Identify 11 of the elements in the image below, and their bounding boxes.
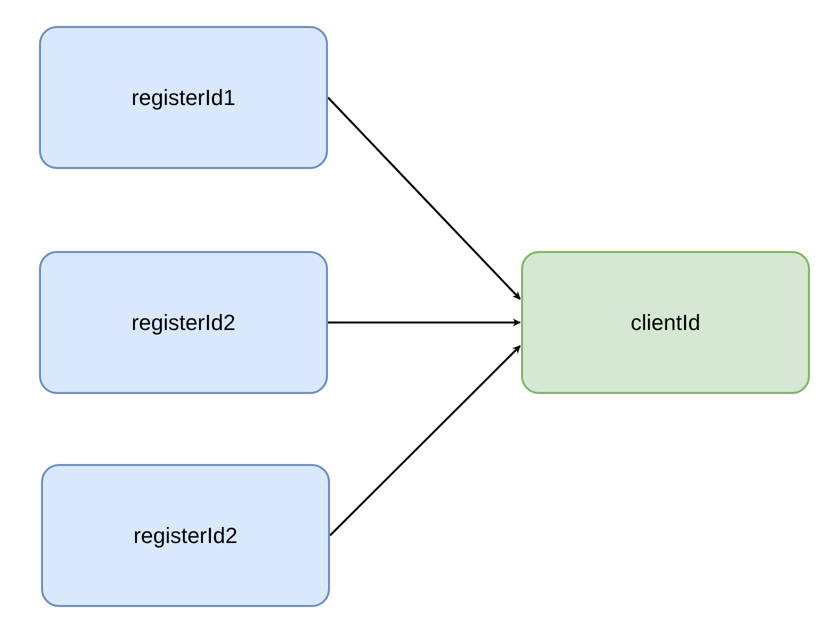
- process-box: [39, 26, 328, 169]
- process-box: [39, 251, 328, 394]
- box-label: registerId2: [132, 310, 236, 336]
- arrow: [329, 345, 521, 536]
- box-label: registerId2: [134, 522, 238, 548]
- process-box: [41, 464, 330, 607]
- process-box: [521, 251, 810, 394]
- arrow: [327, 96, 521, 300]
- box-label: registerId1: [132, 84, 236, 110]
- arrow: [328, 318, 521, 326]
- box-label: clientId: [630, 310, 700, 336]
